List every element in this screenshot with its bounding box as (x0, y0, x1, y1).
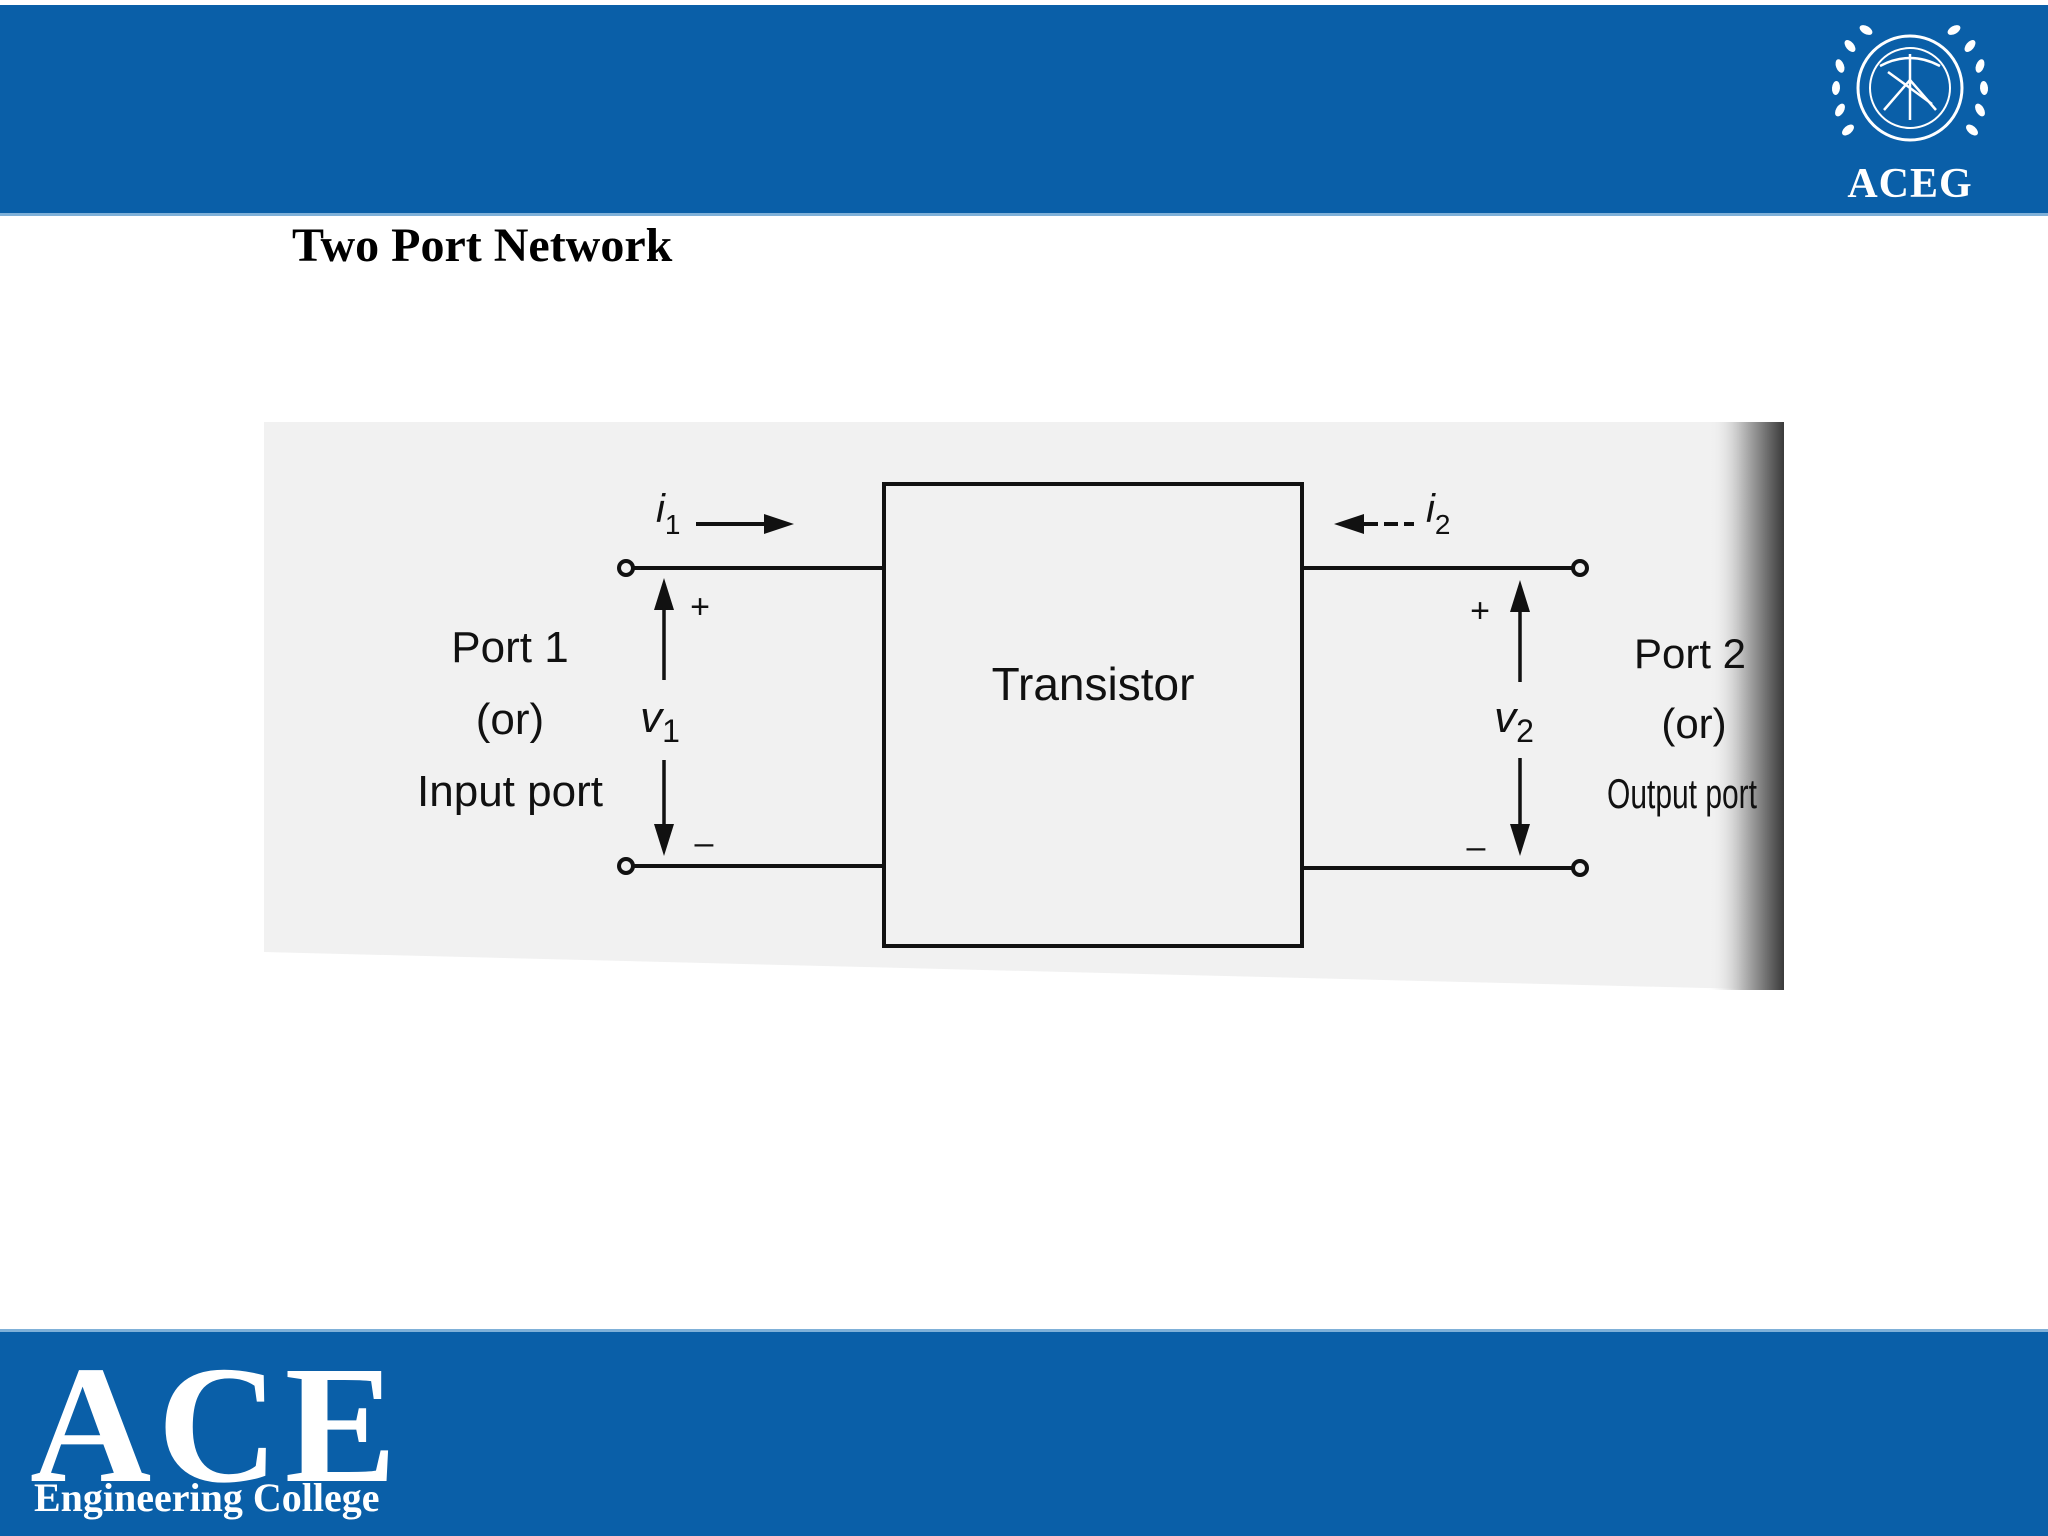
current-i1-label: i1 (656, 487, 680, 540)
voltage-v2-down-arrow-head (1510, 824, 1530, 856)
port1-line2: (or) (476, 695, 544, 744)
input-top-terminal (617, 559, 635, 577)
voltage-v1-label: v1 (640, 693, 680, 749)
college-seal-icon (1831, 25, 1989, 142)
voltage-v1-plus: + (690, 588, 710, 626)
transistor-box (882, 482, 1304, 948)
scan-paper (264, 422, 1784, 990)
output-bottom-terminal (1571, 859, 1589, 877)
output-top-terminal (1571, 559, 1589, 577)
footer-band (0, 1332, 2048, 1536)
voltage-v2-minus: – (1467, 828, 1486, 866)
port2-line3: Output port (1607, 770, 1757, 817)
header-divider (0, 213, 2048, 216)
port2-line2: (or) (1661, 700, 1726, 747)
port1-line3: Input port (417, 767, 603, 816)
voltage-v1-up-arrow-head (654, 578, 674, 610)
college-logo-main: ACE (30, 1332, 403, 1518)
college-logo-subtitle: Engineering College (34, 1475, 380, 1520)
port1-line1: Port 1 (451, 623, 568, 672)
voltage-v2-up-arrow-head (1510, 580, 1530, 612)
footer-divider (0, 1329, 2048, 1332)
header-band (0, 5, 2048, 213)
current-i2-arrow-head (1334, 514, 1364, 534)
seal-abbreviation: ACEG (1847, 161, 1973, 207)
voltage-v1-minus: – (695, 824, 714, 862)
current-i2-label: i2 (1426, 487, 1450, 540)
transistor-label: Transistor (992, 658, 1195, 710)
two-port-network-diagram: Transistor i1 i2 + v1 – + v2 – Port 1 (o… (264, 422, 1784, 990)
voltage-v2-plus: + (1470, 592, 1490, 630)
scan-edge-shadow (1709, 422, 1784, 990)
slide-title: Two Port Network (292, 219, 673, 272)
port2-line1: Port 2 (1634, 630, 1746, 677)
current-i1-arrow-head (764, 514, 794, 534)
voltage-v2-label: v2 (1494, 693, 1534, 749)
voltage-v1-down-arrow-head (654, 824, 674, 856)
input-bottom-terminal (617, 857, 635, 875)
